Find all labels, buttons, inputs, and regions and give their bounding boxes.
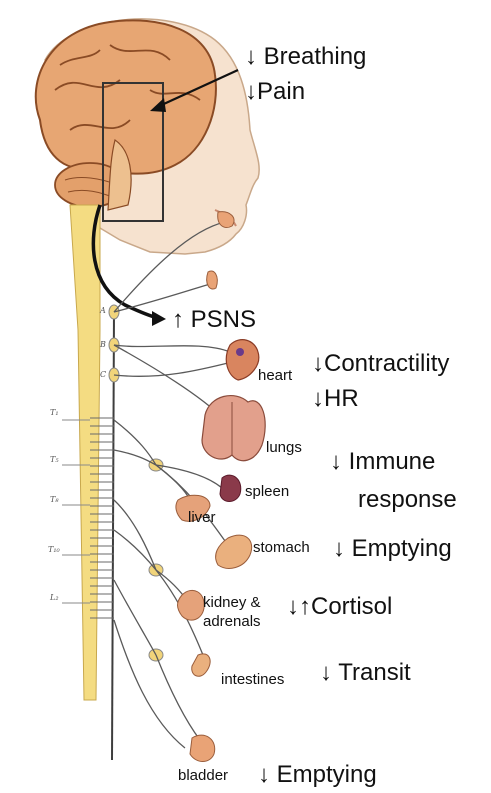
spine-tick-label: T₁ xyxy=(50,408,59,417)
effect-pain: ↓Pain xyxy=(245,80,305,104)
effect-psns: ↑ PSNS xyxy=(172,308,256,332)
spine-tick-label: T₁₀ xyxy=(48,545,60,554)
ganglion-letter: B xyxy=(100,340,106,349)
ganglion-letter: C xyxy=(100,370,106,379)
organ-label-stomach: stomach xyxy=(253,540,310,555)
organ-label-liver: liver xyxy=(188,510,216,525)
kidney-organ xyxy=(178,590,205,620)
effect-cortisol: ↓↑Cortisol xyxy=(287,595,392,619)
effect-immune-response: response xyxy=(358,488,457,512)
organ-label-heart: heart xyxy=(258,368,292,383)
brain xyxy=(36,20,216,173)
organ-label-lungs: lungs xyxy=(266,440,302,455)
nerve-fibers xyxy=(114,222,232,748)
effect-heart-rate: ↓HR xyxy=(312,387,359,411)
spine-tick-label: T₈ xyxy=(50,495,59,504)
effect-immune: ↓ Immune xyxy=(330,450,435,474)
spine-tick-label: T₅ xyxy=(50,455,59,464)
ganglion-letter: A xyxy=(100,306,106,315)
intestines-organ xyxy=(192,654,210,676)
effect-transit: ↓ Transit xyxy=(320,661,411,685)
salivary-gland xyxy=(207,271,218,289)
organ-label-kidney: kidney & xyxy=(203,595,261,610)
organ-label-spleen: spleen xyxy=(245,484,289,499)
lungs-organ xyxy=(202,396,265,461)
organ-label-intestines: intestines xyxy=(221,672,284,687)
spinal-cord xyxy=(70,205,100,700)
organ-label-adrenals: adrenals xyxy=(203,614,261,629)
effect-bladder-emptying: ↓ Emptying xyxy=(258,763,377,787)
effect-contractility: ↓Contractility xyxy=(312,352,449,376)
stomach-organ xyxy=(216,535,252,568)
heart-organ xyxy=(226,340,258,380)
vagus-arrowhead xyxy=(152,311,166,326)
organ-label-bladder: bladder xyxy=(178,768,228,783)
effect-stomach-emptying: ↓ Emptying xyxy=(333,537,452,561)
bladder-organ xyxy=(190,735,215,761)
spine-tick-label: L₂ xyxy=(50,593,59,602)
spleen-organ xyxy=(220,475,241,501)
effect-breathing: ↓ Breathing xyxy=(245,45,366,69)
heart-ventricle xyxy=(236,348,244,356)
